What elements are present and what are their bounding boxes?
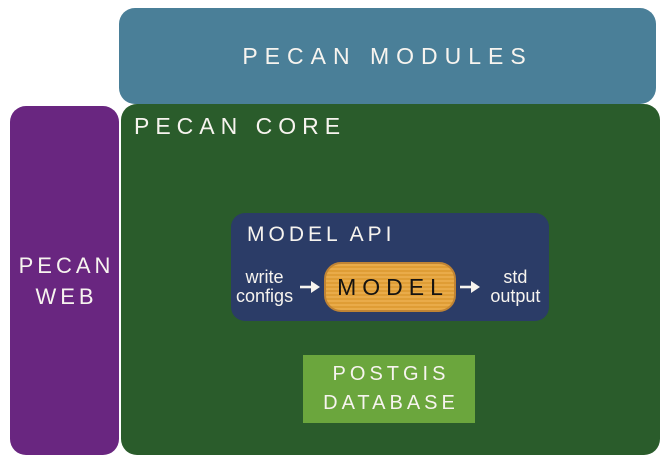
postgis-database-line1: POSTGIS bbox=[332, 363, 450, 385]
pecan-web-block: PECAN WEB bbox=[10, 106, 119, 455]
pecan-core-label: PECAN CORE bbox=[134, 113, 347, 139]
postgis-database-line2: DATABASE bbox=[323, 392, 459, 414]
std-output-line1: std bbox=[503, 267, 528, 287]
std-output-label: std output bbox=[482, 268, 549, 306]
model-api-flow-row: write configs MODEL std output bbox=[231, 257, 549, 317]
model-label: MODEL bbox=[337, 273, 449, 300]
model-api-block: MODEL API write configs MODEL std output bbox=[231, 213, 549, 321]
std-output-line2: output bbox=[490, 286, 541, 306]
postgis-database-block: POSTGIS DATABASE bbox=[303, 355, 475, 423]
model-api-title: MODEL API bbox=[247, 223, 396, 246]
write-configs-line1: write bbox=[245, 267, 284, 287]
pecan-web-label-line2: WEB bbox=[35, 283, 98, 309]
model-block: MODEL bbox=[324, 262, 456, 312]
pecan-modules-block: PECAN MODULES bbox=[119, 8, 656, 104]
pecan-modules-label: PECAN MODULES bbox=[242, 42, 533, 69]
write-configs-label: write configs bbox=[231, 268, 298, 306]
arrow-right-icon bbox=[459, 281, 480, 293]
arrow-right-icon bbox=[300, 281, 321, 293]
write-configs-line2: configs bbox=[236, 286, 294, 306]
pecan-web-label-line1: PECAN bbox=[18, 252, 115, 278]
